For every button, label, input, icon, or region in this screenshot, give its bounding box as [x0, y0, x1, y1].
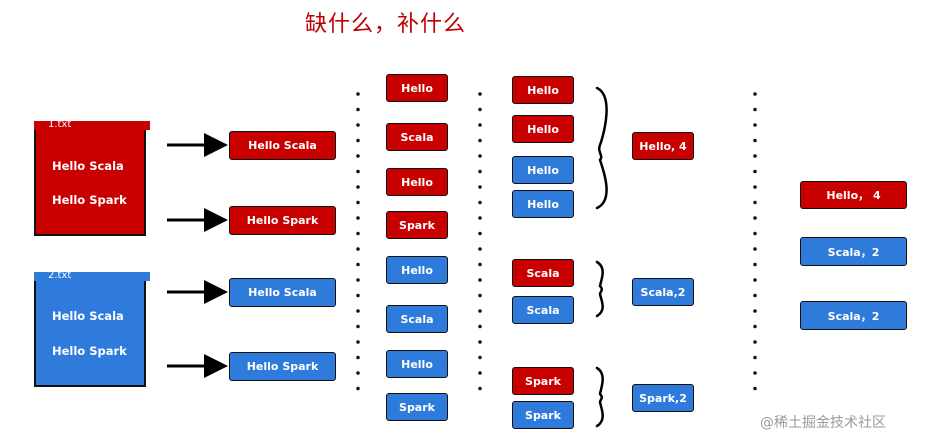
count-box: Spark,2: [632, 384, 694, 412]
word-box: Scala: [386, 305, 448, 333]
file-1-line-2: Hello Spark: [52, 193, 127, 207]
group-box: Spark: [512, 401, 574, 429]
group-box: Hello: [512, 156, 574, 184]
group-box: Spark: [512, 367, 574, 395]
brace: [595, 260, 604, 318]
file-1: 1.txt Hello Scala Hello Spark: [34, 120, 150, 236]
word-box: Spark: [386, 211, 448, 239]
group-box: Hello: [512, 190, 574, 218]
file-1-line-1: Hello Scala: [52, 159, 124, 173]
watermark: @稀土掘金技术社区: [760, 415, 886, 431]
diagram-title: 缺什么，补什么: [305, 12, 467, 37]
result-box: Scala，2: [800, 237, 907, 266]
file-2-name: 2.txt: [48, 270, 72, 281]
group-box: Hello: [512, 76, 574, 104]
group-box: Hello: [512, 115, 574, 143]
file-2: 2.txt Hello Scala Hello Spark: [34, 271, 150, 387]
word-box: Hello: [386, 256, 448, 284]
brace: [595, 86, 608, 210]
count-box: Scala,2: [632, 278, 694, 306]
word-box: Spark: [386, 393, 448, 421]
word-box: Scala: [386, 123, 448, 151]
group-box: Scala: [512, 259, 574, 287]
word-box: Hello: [386, 168, 448, 196]
group-box: Scala: [512, 296, 574, 324]
word-box: Hello: [386, 350, 448, 378]
line-box: Hello Scala: [229, 131, 336, 160]
count-box: Hello, 4: [632, 132, 694, 160]
brace: [595, 366, 604, 428]
result-box: Scala，2: [800, 301, 907, 330]
word-box: Hello: [386, 74, 448, 102]
result-box: Hello， 4: [800, 181, 907, 209]
file-1-name: 1.txt: [48, 119, 72, 130]
line-box: Hello Scala: [229, 278, 336, 307]
file-2-line-1: Hello Scala: [52, 309, 124, 323]
file-2-tab: [34, 272, 150, 281]
file-1-tab: [34, 121, 150, 130]
file-2-line-2: Hello Spark: [52, 344, 127, 358]
line-box: Hello Spark: [229, 206, 336, 235]
line-box: Hello Spark: [229, 352, 336, 381]
